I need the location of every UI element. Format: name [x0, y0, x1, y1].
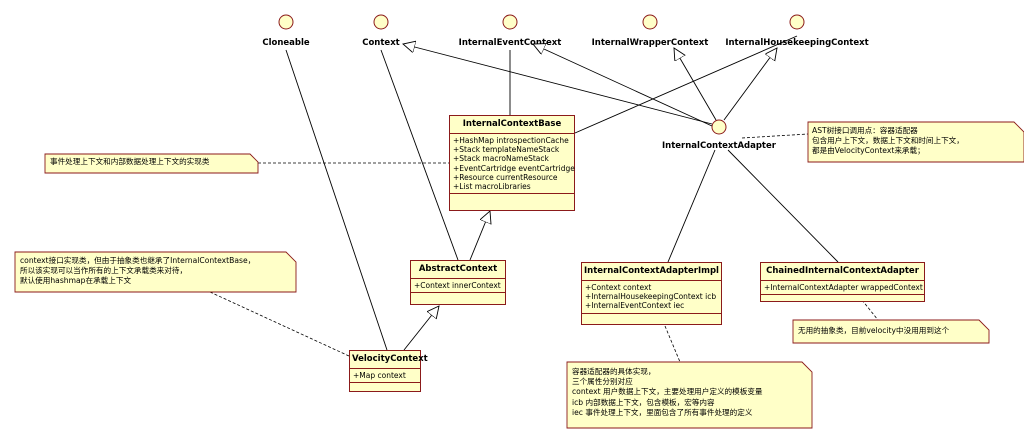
note-context-implementation: context接口实现类，但由于抽象类也继承了InternalContextBa… [20, 256, 255, 287]
attribute: +Map context [353, 371, 406, 380]
note-line: iec 事件处理上下文，里面包含了所有事件处理的定义 [572, 407, 753, 417]
note-line: context 用户数据上下文，主要处理用户定义的模板变量 [572, 387, 763, 397]
note-connector [861, 299, 879, 321]
class-name: InternalContextAdapterImpl [582, 263, 721, 281]
interface-label: InternalContextAdapter [662, 141, 777, 151]
interface-cloneable: Cloneable [262, 14, 310, 48]
note-unused-abstract-class: 无用的抽象类，目前velocity中没用用到这个 [798, 326, 949, 336]
generalization-arrow [403, 44, 713, 125]
note-connector [209, 291, 350, 357]
operation-list [411, 293, 505, 299]
attribute: +Context context [585, 283, 652, 292]
operation-list [582, 314, 721, 320]
note-connector [664, 325, 681, 363]
note-ast-adapter: AST树接口调用点：容器适配器 包含用户上下文，数据上下文和时间上下文， 都是由… [812, 126, 964, 157]
attribute: +List macroLibraries [453, 182, 531, 192]
interface-context: Context [362, 14, 400, 48]
attribute-list: +HashMap introspectionCache +Stack templ… [450, 134, 575, 195]
interface-internal-context-adapter: InternalContextAdapter [662, 119, 777, 151]
interface-label: InternalEventContext [459, 38, 562, 48]
note-shape [566, 361, 813, 429]
interface-internal-wrapper-context: InternalWrapperContext [592, 14, 709, 48]
generalization-arrow [723, 48, 777, 121]
class-internal-context-base: InternalContextBase +HashMap introspecti… [449, 115, 575, 211]
note-adapter-implementation: 容器适配器的具体实现， 三个属性分别对应 context 用户数据上下文，主要处… [572, 367, 763, 418]
note-shape [792, 319, 990, 344]
attribute-list: +Map context [350, 369, 420, 384]
attribute: +EventCartridge eventCartridge [453, 163, 575, 173]
note-shape [14, 251, 297, 293]
realization-line [380, 49, 459, 261]
note-event-context: 事件处理上下文和内部数据处理上下文的实现类 [50, 157, 209, 167]
attribute-list: +InternalContextAdapter wrappedContext [761, 281, 924, 296]
interface-label: Context [362, 38, 400, 48]
class-internal-context-adapter-impl: InternalContextAdapterImpl +Context cont… [581, 262, 722, 325]
class-name: InternalContextBase [450, 116, 574, 134]
class-name: AbstractContext [411, 261, 505, 279]
operation-list [350, 383, 420, 389]
note-line: 都是由VelocityContext来承载； [812, 146, 925, 156]
class-chained-internal-context-adapter: ChainedInternalContextAdapter +InternalC… [760, 262, 925, 302]
note-line: 三个属性分别对应 [572, 377, 633, 387]
realization-line [574, 35, 798, 134]
note-line: 包含用户上下文，数据上下文和时间上下文， [812, 136, 964, 146]
generalization-arrow [403, 306, 439, 351]
note-shape [807, 121, 1024, 163]
operation-list [450, 194, 574, 200]
operation-list [761, 295, 924, 301]
realization-line [285, 49, 388, 351]
attribute: +InternalHousekeepingContext icb [585, 292, 717, 302]
interface-label: InternalWrapperContext [592, 38, 709, 48]
generalization-arrow [533, 44, 713, 127]
note-line: context接口实现类，但由于抽象类也继承了InternalContextBa… [20, 256, 256, 265]
class-velocity-context: VelocityContext +Map context [349, 350, 428, 392]
note-connector [741, 133, 809, 139]
attribute: +Resource currentResource [453, 172, 558, 182]
interface-label: Cloneable [262, 38, 310, 48]
attribute: +Context innerContext [414, 281, 501, 290]
generalization-arrow [674, 48, 717, 121]
attribute: +Stack templateNameStack [453, 145, 560, 155]
realization-line [667, 149, 716, 263]
note-shape [44, 153, 259, 174]
realization-line [727, 149, 839, 263]
note-line: 事件处理上下文和内部数据处理上下文的实现类 [50, 157, 210, 166]
attribute: +InternalEventContext iec [585, 301, 685, 311]
class-name: ChainedInternalContextAdapter [761, 263, 924, 281]
note-line: AST树接口调用点：容器适配器 [812, 126, 918, 135]
note-line: 无用的抽象类，目前velocity中没用用到这个 [798, 326, 950, 335]
class-name: VelocityContext [350, 351, 428, 369]
note-line: 所以该实现可以当作所有的上下文承载类来对待， [20, 266, 188, 276]
generalization-arrow [469, 211, 490, 261]
class-abstract-context: AbstractContext +Context innerContext [410, 260, 506, 305]
note-line: icb 内部数据上下文，包含模板，宏等内容 [572, 397, 715, 407]
attribute-list: +Context context +InternalHousekeepingCo… [582, 281, 721, 314]
attribute-list: +Context innerContext [411, 279, 505, 294]
interface-internal-event-context: InternalEventContext [459, 14, 562, 48]
interface-internal-housekeeping-context: InternalHousekeepingContext [725, 14, 869, 48]
attribute: +InternalContextAdapter wrappedContext [764, 283, 923, 292]
note-line: 容器适配器的具体实现， [572, 367, 656, 376]
attribute: +HashMap introspectionCache [453, 136, 569, 145]
note-line: 默认使用hashmap在承载上下文 [20, 276, 132, 286]
interface-label: InternalHousekeepingContext [725, 38, 868, 48]
attribute: +Stack macroNameStack [453, 154, 549, 164]
